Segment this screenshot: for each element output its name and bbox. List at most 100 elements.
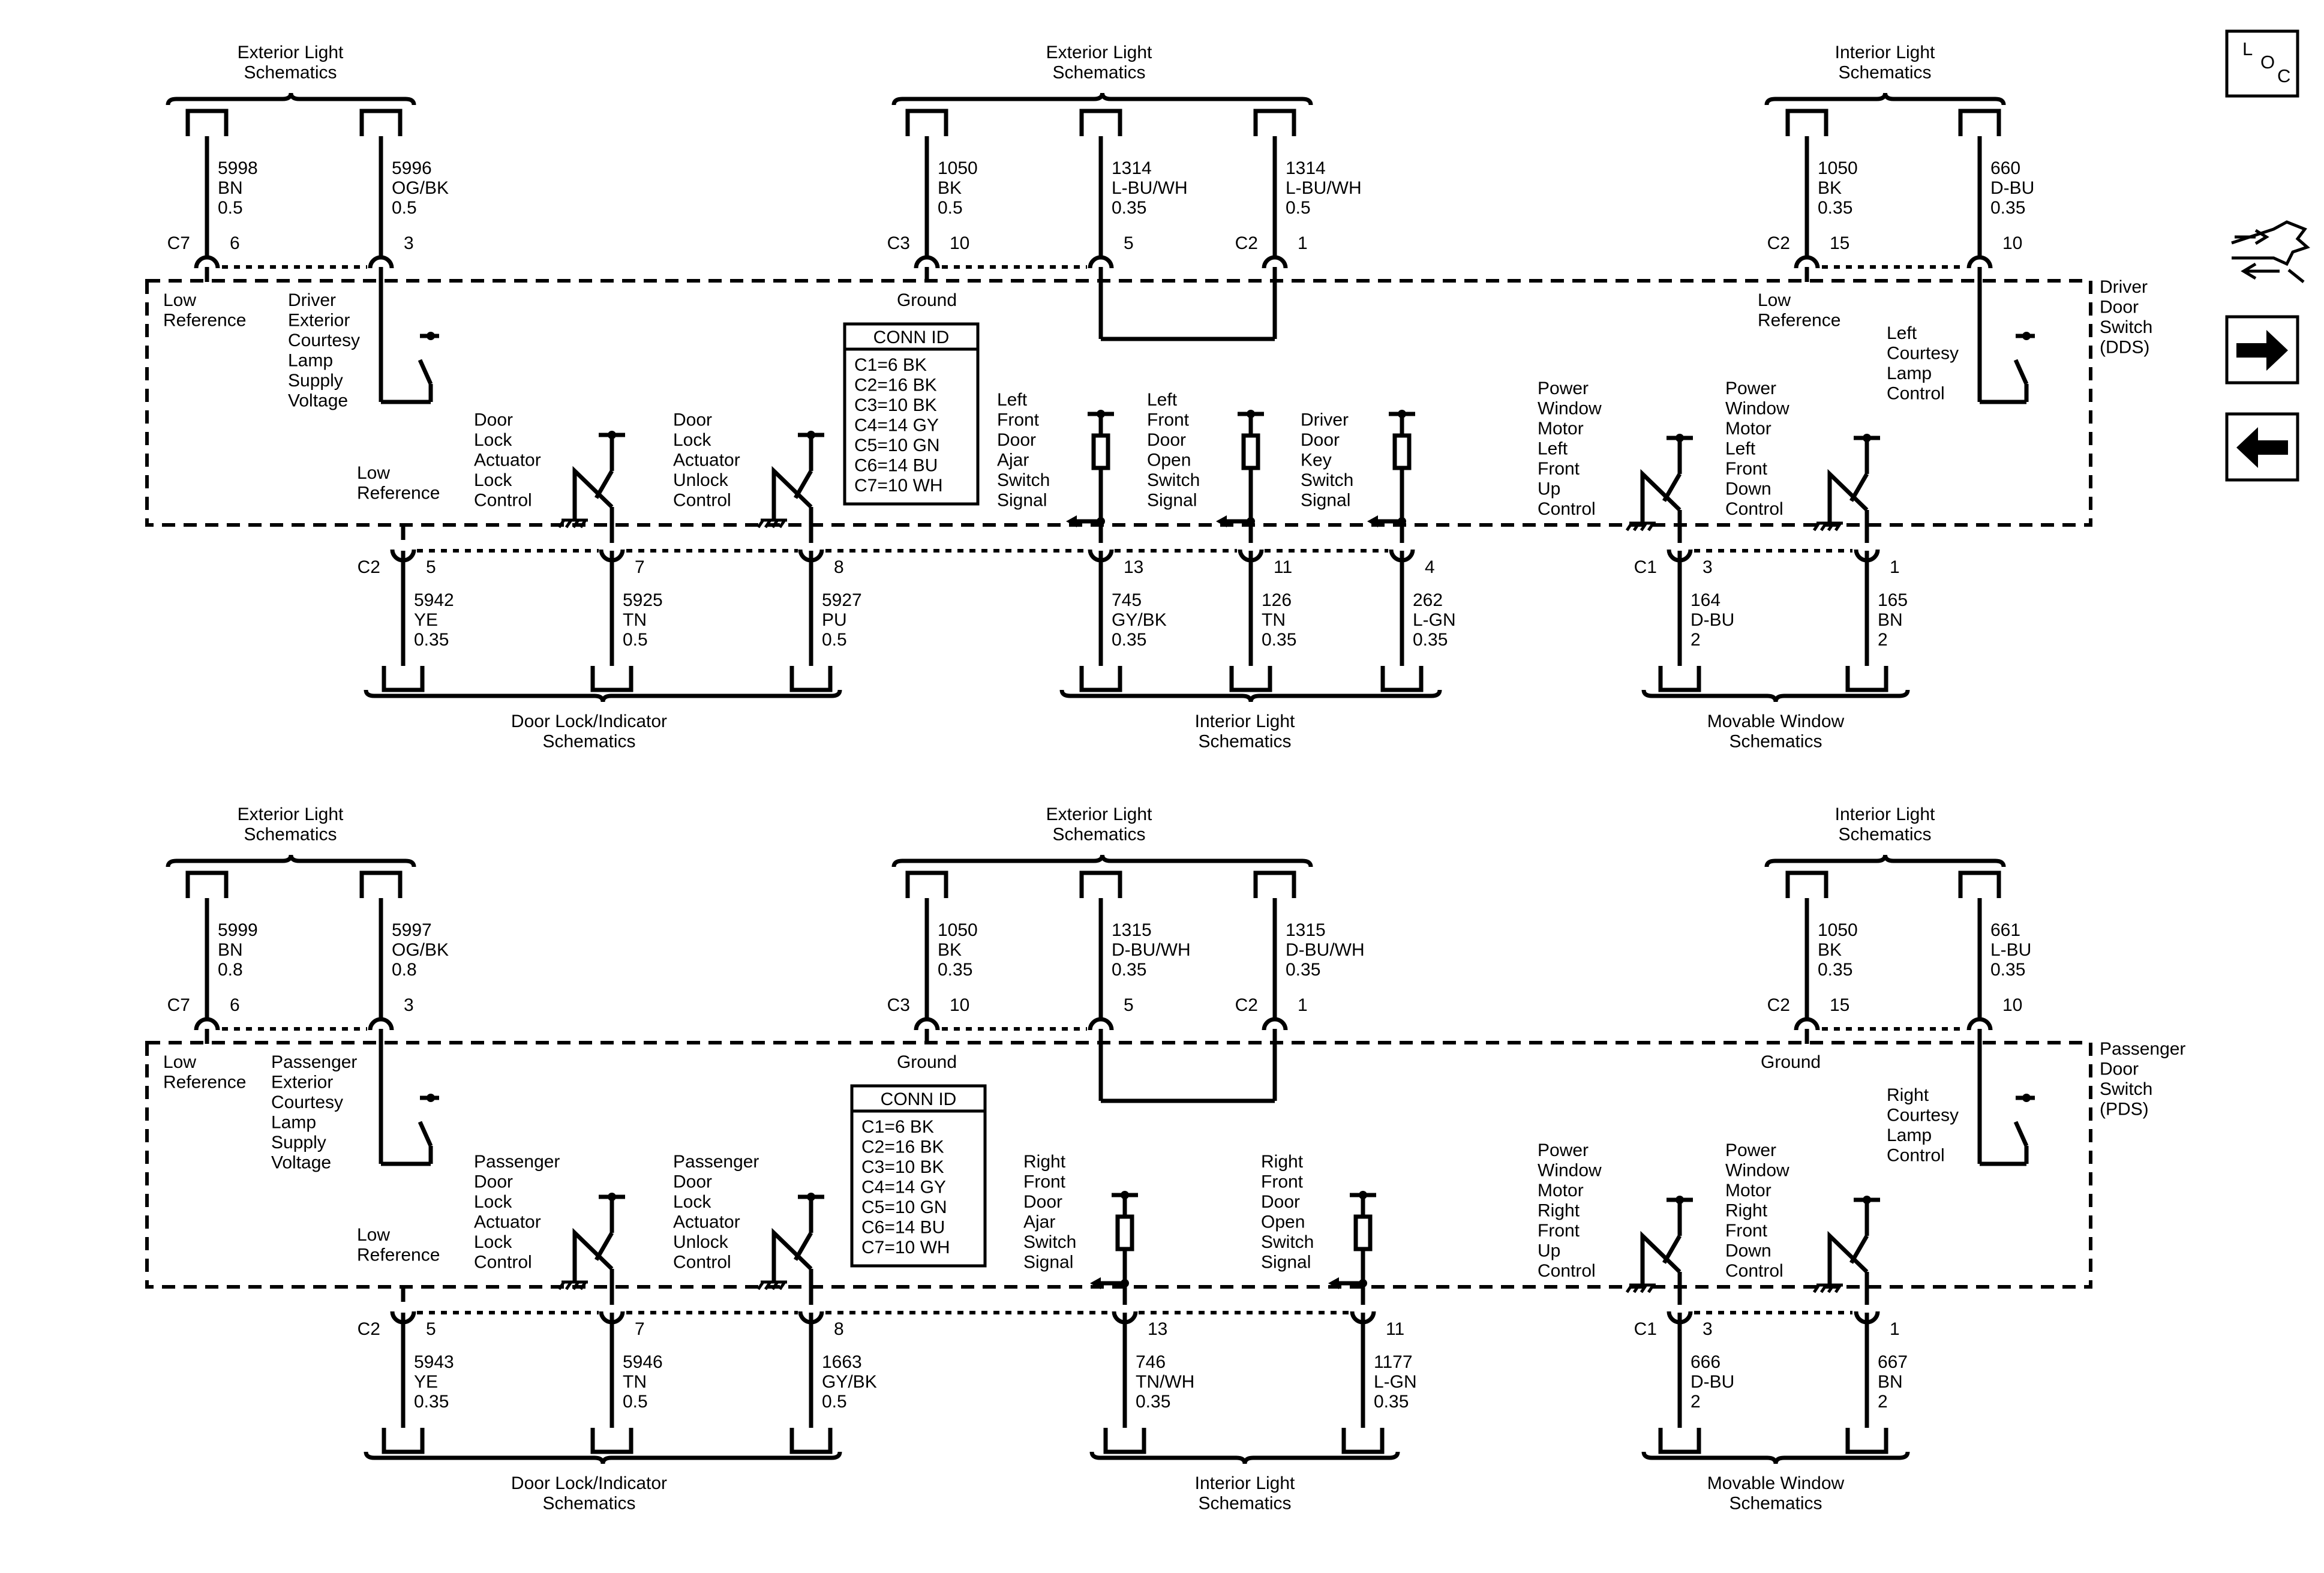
switch-ground-path: [572, 466, 614, 519]
resistor: [1353, 1214, 1373, 1251]
conn-id-entry: C1=6 BK: [861, 1117, 934, 1137]
top-group-label: Exterior Light: [1046, 804, 1152, 824]
signal-label: Ajar: [1023, 1212, 1055, 1232]
circuit-number: 661: [1990, 920, 2020, 940]
ground-symbol: [764, 519, 772, 529]
connector-id: C2: [1767, 233, 1790, 253]
wire-size: 0.35: [1990, 960, 2025, 980]
terminal-bracket: [359, 109, 403, 136]
circuit-number: 660: [1990, 158, 2020, 178]
circuit-number: 165: [1878, 590, 1908, 610]
signal-arrow-head: [1066, 515, 1077, 527]
pin-number: 5: [1124, 995, 1134, 1015]
arrow-right-icon: [2236, 330, 2288, 371]
courtesy-supply-label: Exterior: [271, 1073, 333, 1092]
conn-id-entry: C2=16 BK: [861, 1137, 944, 1157]
connector-id: C3: [887, 995, 910, 1015]
pin-number: 10: [2002, 995, 2022, 1015]
connector-id: C7: [167, 995, 190, 1015]
bottom-group-label: Movable Window: [1707, 1473, 1845, 1493]
ground-symbol: [771, 1281, 779, 1290]
ground-symbol: [756, 519, 765, 529]
pin-number: 5: [1124, 233, 1134, 253]
wire-color: D-BU: [1990, 178, 2034, 198]
ground-symbol: [572, 1281, 580, 1290]
next-page-button[interactable]: [2225, 315, 2299, 385]
signal-label: Left: [997, 390, 1028, 410]
switch-ground-path: [572, 1227, 614, 1281]
circuit-number: 666: [1691, 1352, 1721, 1372]
signal-label: Signal: [997, 491, 1047, 511]
location-button[interactable]: L O C: [2225, 29, 2299, 98]
conn-id-entry: C2=16 BK: [854, 376, 937, 395]
courtesy-control-label: Left: [1887, 323, 1917, 343]
terminal-bracket: [1079, 870, 1122, 898]
wire-color: YE: [414, 610, 438, 630]
circuit-number: 5927: [822, 590, 862, 610]
wire-color: BN: [218, 940, 243, 960]
terminal-bracket: [1658, 1428, 1701, 1454]
wire-size: 0.35: [414, 630, 449, 650]
window-down-label: Window: [1725, 1161, 1789, 1181]
window-down-label: Down: [1725, 1241, 1771, 1261]
wire-color: GY/BK: [822, 1372, 877, 1392]
window-down-label: Front: [1725, 459, 1768, 479]
signal-label: Switch: [1023, 1232, 1076, 1252]
top-group-label: Schematics: [1838, 825, 1931, 845]
terminal-bracket: [1658, 666, 1701, 692]
pin-number: 1: [1298, 233, 1308, 253]
harness-brace: [891, 854, 1313, 867]
ground-symbol: [1625, 522, 1634, 532]
pin-number: 1: [1890, 557, 1900, 577]
low-reference-label: Reference: [163, 1073, 246, 1092]
connector-id: C1: [1634, 1319, 1657, 1339]
window-down-label: Power: [1725, 1140, 1776, 1160]
courtesy-control-label: Lamp: [1887, 364, 1932, 383]
lock-control-label: Lock: [474, 430, 512, 450]
pin-number: 3: [1703, 557, 1713, 577]
window-up-label: Motor: [1538, 1181, 1584, 1200]
signal-label: Signal: [1147, 491, 1197, 511]
unlock-control-label: Actuator: [673, 451, 740, 470]
wire-size: 0.5: [623, 630, 648, 650]
signal-arrow-head: [1090, 1277, 1101, 1289]
switch-ground-path: [1640, 1230, 1682, 1284]
ground-symbol: [1625, 1284, 1634, 1293]
harness-brace: [891, 92, 1313, 106]
signal-label: Key: [1301, 451, 1332, 470]
ground-symbol: [565, 1281, 573, 1290]
conn-id-entry: C3=10 BK: [854, 395, 937, 415]
switch-blade: [2013, 359, 2029, 385]
wire-color: TN: [1262, 610, 1286, 630]
courtesy-supply-label: Passenger: [271, 1052, 357, 1072]
courtesy-control-label: Right: [1887, 1085, 1929, 1105]
connector-id: C7: [167, 233, 190, 253]
terminal-bracket: [1253, 109, 1296, 136]
ground-symbol: [1632, 522, 1641, 532]
wire-color: L-BU/WH: [1286, 178, 1362, 198]
switch-node: [427, 332, 435, 340]
bottom-group-label: Schematics: [1198, 1494, 1291, 1514]
wire-size: 0.35: [1136, 1392, 1170, 1412]
wire-color: BK: [1818, 178, 1842, 198]
signal-label: Front: [997, 410, 1040, 430]
terminal-bracket: [789, 666, 833, 692]
previous-page-button[interactable]: [2225, 412, 2299, 482]
terminal-bracket: [590, 666, 633, 692]
signal-label: Open: [1261, 1212, 1305, 1232]
pin-number: 15: [1830, 995, 1849, 1015]
signal-arrow-head: [1216, 515, 1227, 527]
bottom-group-label: Interior Light: [1195, 712, 1295, 731]
signal-label: Switch: [1301, 470, 1353, 490]
connector-view-icon[interactable]: [2231, 220, 2310, 283]
terminal-bracket: [1785, 109, 1828, 136]
courtesy-supply-label: Lamp: [271, 1113, 316, 1133]
courtesy-supply-label: Courtesy: [288, 331, 360, 350]
signal-label: Signal: [1261, 1253, 1311, 1272]
window-down-label: Window: [1725, 399, 1789, 419]
lock-control-label: Control: [474, 491, 532, 511]
bottom-group-label: Schematics: [1198, 732, 1291, 752]
window-down-label: Motor: [1725, 1181, 1771, 1200]
ground-symbol: [1812, 1284, 1821, 1293]
